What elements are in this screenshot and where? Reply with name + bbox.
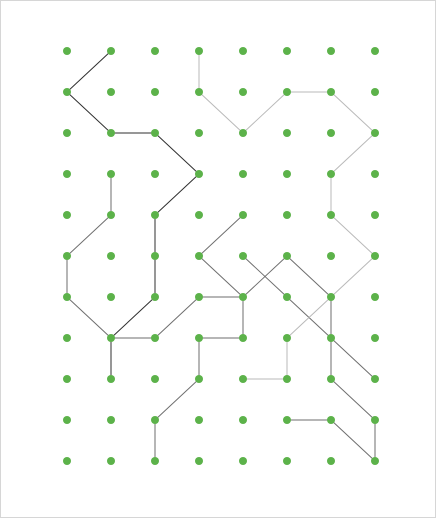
grid-dot[interactable]: [63, 170, 71, 178]
grid-dot[interactable]: [327, 334, 335, 342]
grid-dot[interactable]: [151, 416, 159, 424]
grid-dot[interactable]: [195, 88, 203, 96]
grid-dot[interactable]: [107, 252, 115, 260]
grid-dot[interactable]: [63, 129, 71, 137]
grid-dot[interactable]: [239, 457, 247, 465]
grid-dot[interactable]: [107, 88, 115, 96]
grid-dot[interactable]: [195, 457, 203, 465]
grid-dot[interactable]: [327, 375, 335, 383]
grid-dot[interactable]: [239, 129, 247, 137]
grid-dot[interactable]: [283, 457, 291, 465]
grid-dot[interactable]: [327, 416, 335, 424]
grid-dot[interactable]: [283, 88, 291, 96]
grid-dot[interactable]: [371, 334, 379, 342]
grid-dot[interactable]: [371, 252, 379, 260]
grid-dot[interactable]: [195, 129, 203, 137]
grid-dot[interactable]: [63, 457, 71, 465]
grid-dot[interactable]: [195, 252, 203, 260]
grid-dot[interactable]: [239, 293, 247, 301]
grid-dot[interactable]: [107, 211, 115, 219]
grid-dot[interactable]: [327, 129, 335, 137]
grid-dot[interactable]: [63, 211, 71, 219]
grid-dot[interactable]: [107, 129, 115, 137]
grid-dot[interactable]: [239, 211, 247, 219]
grid-dot[interactable]: [195, 293, 203, 301]
grid-dot[interactable]: [371, 47, 379, 55]
grid-dot[interactable]: [283, 129, 291, 137]
grid-dot[interactable]: [371, 211, 379, 219]
grid-dot[interactable]: [151, 88, 159, 96]
path-center: [198, 214, 376, 461]
grid-dot[interactable]: [63, 293, 71, 301]
grid-dot[interactable]: [327, 88, 335, 96]
grid-dot[interactable]: [371, 293, 379, 301]
grid-dot[interactable]: [151, 129, 159, 137]
grid-dot[interactable]: [151, 211, 159, 219]
grid-dot[interactable]: [371, 457, 379, 465]
grid-dot[interactable]: [283, 416, 291, 424]
grid-dot[interactable]: [107, 334, 115, 342]
grid-dot[interactable]: [63, 88, 71, 96]
grid-dot[interactable]: [151, 170, 159, 178]
grid-dot[interactable]: [63, 334, 71, 342]
grid-dot[interactable]: [195, 211, 203, 219]
grid-dot[interactable]: [195, 416, 203, 424]
grid-dot[interactable]: [151, 252, 159, 260]
grid-dot[interactable]: [239, 88, 247, 96]
grid-dot[interactable]: [151, 457, 159, 465]
grid-dot[interactable]: [151, 375, 159, 383]
grid-dot[interactable]: [327, 252, 335, 260]
grid-dot[interactable]: [327, 293, 335, 301]
grid-dot[interactable]: [371, 170, 379, 178]
grid-dot[interactable]: [107, 375, 115, 383]
grid-dot[interactable]: [239, 375, 247, 383]
grid-dot[interactable]: [327, 47, 335, 55]
grid-dot[interactable]: [195, 47, 203, 55]
grid-dot[interactable]: [283, 170, 291, 178]
grid-dot[interactable]: [283, 252, 291, 260]
grid-dot[interactable]: [239, 416, 247, 424]
grid-dot[interactable]: [151, 334, 159, 342]
grid-dot[interactable]: [107, 416, 115, 424]
grid-dot[interactable]: [63, 47, 71, 55]
grid-dot[interactable]: [371, 375, 379, 383]
grid-dot[interactable]: [107, 293, 115, 301]
grid-dot[interactable]: [195, 375, 203, 383]
grid-dot[interactable]: [63, 416, 71, 424]
grid-dot[interactable]: [327, 170, 335, 178]
grid-dot[interactable]: [239, 252, 247, 260]
grid-dot[interactable]: [195, 334, 203, 342]
grid-dot[interactable]: [151, 293, 159, 301]
grid-dot[interactable]: [239, 47, 247, 55]
grid-dot[interactable]: [283, 375, 291, 383]
grid-dot[interactable]: [239, 170, 247, 178]
grid-dot[interactable]: [283, 334, 291, 342]
grid-dot[interactable]: [327, 211, 335, 219]
grid-dot[interactable]: [283, 293, 291, 301]
grid-dot[interactable]: [371, 129, 379, 137]
grid-dot[interactable]: [63, 252, 71, 260]
grid-dot[interactable]: [327, 457, 335, 465]
grid-dot[interactable]: [107, 47, 115, 55]
grid-dot[interactable]: [107, 457, 115, 465]
grid-dot[interactable]: [371, 416, 379, 424]
grid-dot[interactable]: [151, 47, 159, 55]
grid-dot[interactable]: [371, 88, 379, 96]
grid-dot[interactable]: [63, 375, 71, 383]
grid-dot[interactable]: [283, 47, 291, 55]
dots-layer: [63, 47, 379, 465]
grid-dot[interactable]: [195, 170, 203, 178]
grid-dot[interactable]: [239, 334, 247, 342]
grid-dot[interactable]: [283, 211, 291, 219]
grid-dot[interactable]: [107, 170, 115, 178]
